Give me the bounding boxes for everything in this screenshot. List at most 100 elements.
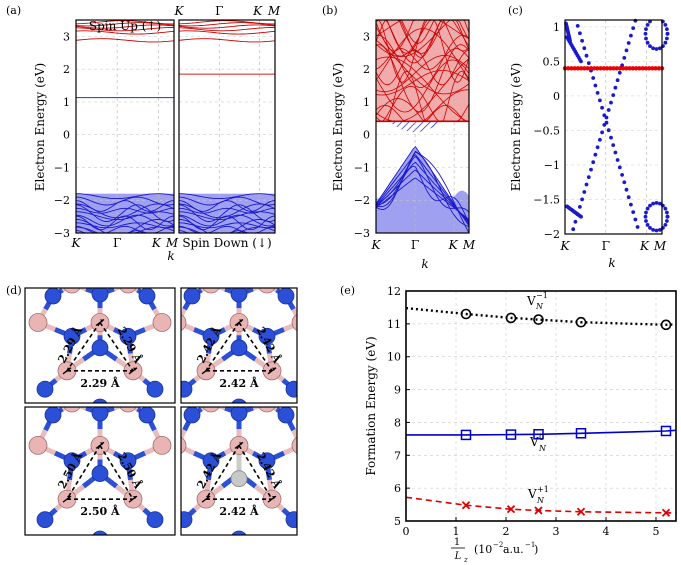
nitrogen-atom: [44, 288, 62, 305]
data-point: [660, 319, 672, 331]
spin-arrow-head: [67, 496, 71, 500]
spin-arrow-head: [239, 442, 243, 446]
flat-band-point: [601, 66, 606, 71]
flat-band-point: [569, 66, 574, 71]
y-tick-label: 0.5: [543, 55, 561, 68]
nitrogen-atom: [277, 288, 295, 305]
nitrogen-atom: [36, 380, 54, 398]
spin-arrow-head: [239, 319, 243, 323]
band-point: [665, 214, 670, 219]
flat-band-point: [608, 66, 613, 71]
svg-text:a.u.: a.u.: [503, 543, 524, 556]
boron-atom: [181, 313, 187, 332]
svg-text:V: V: [529, 435, 539, 449]
y-tick-label: −2: [544, 228, 560, 241]
band-point: [568, 38, 572, 43]
svg-text:V: V: [527, 487, 537, 501]
x-tick-label: 4: [603, 525, 610, 538]
y-tick-label: 7: [394, 449, 401, 462]
boron-atom: [202, 288, 220, 294]
band-point: [651, 46, 655, 51]
tick-label-k: K: [639, 239, 650, 253]
band-point: [665, 27, 669, 31]
boron-atom: [258, 407, 276, 413]
band-point: [643, 31, 648, 36]
band-point: [644, 36, 648, 41]
y-tick-label: −1: [54, 161, 70, 174]
band-point: [633, 217, 638, 222]
svg-text:1: 1: [454, 537, 460, 548]
data-point: [660, 425, 672, 437]
band-point: [600, 105, 604, 110]
y-tick-label: 2: [363, 63, 370, 76]
nitrogen-atom: [183, 407, 201, 424]
spin-arrow-head: [133, 367, 137, 371]
svg-text:−1: −1: [536, 291, 548, 300]
band-point: [580, 197, 584, 202]
band-point: [648, 226, 652, 230]
nitrogen-atom: [63, 452, 81, 470]
y-tick-label: 0: [363, 129, 370, 142]
nitrogen-atom: [285, 380, 297, 398]
nitrogen-atom: [146, 511, 164, 529]
band-point: [651, 228, 655, 232]
y-tick-label: 11: [387, 318, 401, 331]
valence-band-line: [375, 165, 470, 224]
y-tick-label: 12: [387, 285, 401, 298]
y-tick-label: 6: [394, 482, 401, 495]
nitrogen-atom: [146, 380, 164, 398]
flat-band-point: [646, 66, 652, 71]
flat-band-point: [611, 66, 616, 71]
band-point: [648, 203, 652, 208]
band-point: [593, 152, 598, 157]
band-point: [629, 202, 633, 207]
nitrogen-atom: [91, 288, 109, 303]
y-axis-label: Electron Energy (eV): [33, 63, 47, 191]
band-point: [573, 219, 578, 224]
y-tick-label: 5: [394, 515, 401, 528]
band-point: [571, 227, 576, 232]
conduction-band-line: [75, 20, 174, 25]
y-axis-label: Formation Energy (eV): [364, 336, 378, 475]
conduction-band-line: [75, 24, 175, 29]
boron-atom: [28, 313, 48, 332]
band-point: [665, 210, 669, 215]
nitrogen-atom: [285, 511, 297, 529]
tick-label-gamma: Γ: [602, 239, 610, 253]
band-point: [611, 93, 616, 97]
band-point: [624, 187, 629, 192]
data-point: [575, 428, 587, 439]
band-point: [631, 26, 636, 30]
band-point: [626, 41, 631, 45]
valence-band-line: [76, 193, 175, 200]
hatched-region: [376, 121, 469, 133]
band-point: [643, 214, 648, 219]
nitrogen-atom: [181, 380, 193, 398]
panel-a-label: (a): [6, 4, 21, 17]
band-point: [629, 33, 633, 38]
tick-label-k: K: [252, 4, 263, 18]
x-tick-label: 3: [553, 525, 560, 538]
band-point: [622, 180, 627, 185]
band-point: [609, 135, 613, 140]
band-point: [663, 206, 668, 211]
y-tick-label: 0: [553, 90, 560, 103]
y-tick-label: −1.5: [533, 193, 560, 206]
series-label-vn-minus: V −1 N: [526, 291, 548, 311]
band-point: [606, 128, 611, 133]
data-point: [661, 508, 671, 517]
conduction-band-line: [375, 59, 470, 113]
nitrogen-atom: [91, 465, 109, 482]
tick-label-k: K: [151, 236, 162, 250]
band-point: [615, 78, 620, 83]
valence-band-line: [375, 177, 470, 220]
flat-band-point: [598, 66, 603, 71]
flat-band-point: [579, 66, 584, 71]
band-point: [609, 100, 613, 105]
svg-text:(10: (10: [474, 543, 492, 556]
